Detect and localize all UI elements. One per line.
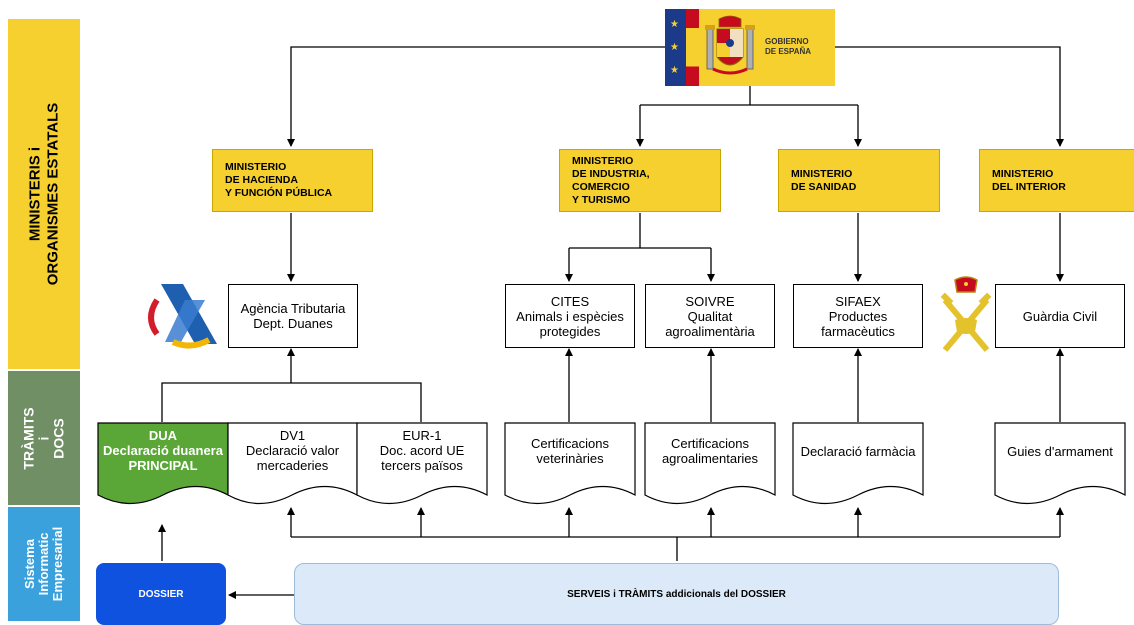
- dossier-label: DOSSIER: [138, 588, 184, 600]
- doc-eur1-label: EUR-1 Doc. acord UE tercers països: [379, 428, 465, 473]
- ministry-interior: MINISTERIO DEL INTERIOR: [979, 149, 1134, 212]
- dossier-box[interactable]: DOSSIER: [96, 563, 226, 625]
- agency-sifaex: SIFAEX Productes farmacèutics: [793, 284, 923, 348]
- ministry-sanidad-label: MINISTERIO DE SANIDAD: [791, 167, 857, 193]
- ministry-industria-label: MINISTERIO DE INDUSTRIA, COMERCIO Y TURI…: [572, 154, 650, 206]
- agency-sifaex-label: SIFAEX Productes farmacèutics: [821, 293, 895, 339]
- doc-dua-shape: [97, 422, 229, 504]
- gobierno-logo: ★ ★ ★ GOBIERNO DE ESPAÑA: [665, 9, 835, 86]
- services-label: SERVEIS i TRÀMITS addicionals del DOSSIE…: [567, 588, 786, 600]
- arrow-gov-to-hacienda: [287, 46, 665, 147]
- doc-guies-label: Guies d'armament: [1007, 444, 1113, 459]
- services-bus: [291, 536, 1060, 561]
- eu-flag-strip: ★ ★ ★: [665, 9, 686, 86]
- band-ministeris: MINISTERIS i ORGANISMES ESTATALS: [8, 19, 80, 369]
- agency-soivre-label: SOIVRE Qualitat agroalimentària: [665, 293, 755, 339]
- agency-cites: CITES Animals i espècies protegides: [505, 284, 635, 348]
- ministry-sanidad: MINISTERIO DE SANIDAD: [778, 149, 940, 212]
- services-box[interactable]: SERVEIS i TRÀMITS addicionals del DOSSIE…: [294, 563, 1059, 625]
- ministry-industria: MINISTERIO DE INDUSTRIA, COMERCIO Y TURI…: [559, 149, 721, 212]
- doc-farmacia-label: Declaració farmàcia: [800, 444, 916, 459]
- doc-certvet-label: Certificacions veterinàries: [530, 436, 610, 466]
- industria-branch: [569, 213, 711, 249]
- doc-certagro-label: Certificacions agroalimentaries: [661, 436, 759, 466]
- agencia-tributaria-logo: [148, 284, 217, 349]
- gobierno-line2: DE ESPAÑA: [765, 47, 812, 56]
- guardia-civil-emblem-icon: [940, 276, 992, 352]
- ministry-hacienda-label: MINISTERIO DE HACIENDA Y FUNCIÓN PÚBLICA: [225, 161, 333, 199]
- doc-certvet-shape: [504, 422, 636, 504]
- band-tramits: TRÀMITS i DOCS: [8, 371, 80, 505]
- spain-flag-strip: [686, 9, 699, 86]
- doc-certagro-shape: [644, 422, 776, 504]
- band-sistema: Sistema Informatic Empresarial: [8, 507, 80, 621]
- agency-guardia-civil-label: Guàrdia Civil: [1022, 308, 1098, 324]
- doc-farmacia-shape: [792, 422, 924, 504]
- agency-agencia-tributaria-label: Agència Tributaria Dept. Duanes: [240, 301, 346, 331]
- gov-branch-line: [640, 86, 858, 106]
- ministry-hacienda: MINISTERIO DE HACIENDA Y FUNCIÓN PÚBLICA: [212, 149, 373, 212]
- gobierno-text: GOBIERNO DE ESPAÑA: [765, 37, 811, 57]
- doc-dv1-label: DV1 Declaració valor mercaderies: [245, 428, 340, 473]
- coat-of-arms-icon: [705, 15, 755, 75]
- doc-eur1-shape: [356, 422, 488, 504]
- agency-agencia-tributaria: Agència Tributaria Dept. Duanes: [228, 284, 358, 348]
- agency-guardia-civil: Guàrdia Civil: [995, 284, 1125, 348]
- gobierno-line1: GOBIERNO: [765, 37, 809, 46]
- agency-cites-label: CITES Animals i espècies protegides: [516, 293, 624, 339]
- doc-dua-label: DUA Declaració duanera PRINCIPAL: [103, 428, 223, 473]
- arrow-gov-to-interior: [835, 46, 1064, 147]
- doc-guies-shape: [994, 422, 1126, 504]
- agency-soivre: SOIVRE Qualitat agroalimentària: [645, 284, 775, 348]
- ministry-interior-label: MINISTERIO DEL INTERIOR: [992, 167, 1066, 193]
- doc-dv1-shape: [227, 422, 358, 504]
